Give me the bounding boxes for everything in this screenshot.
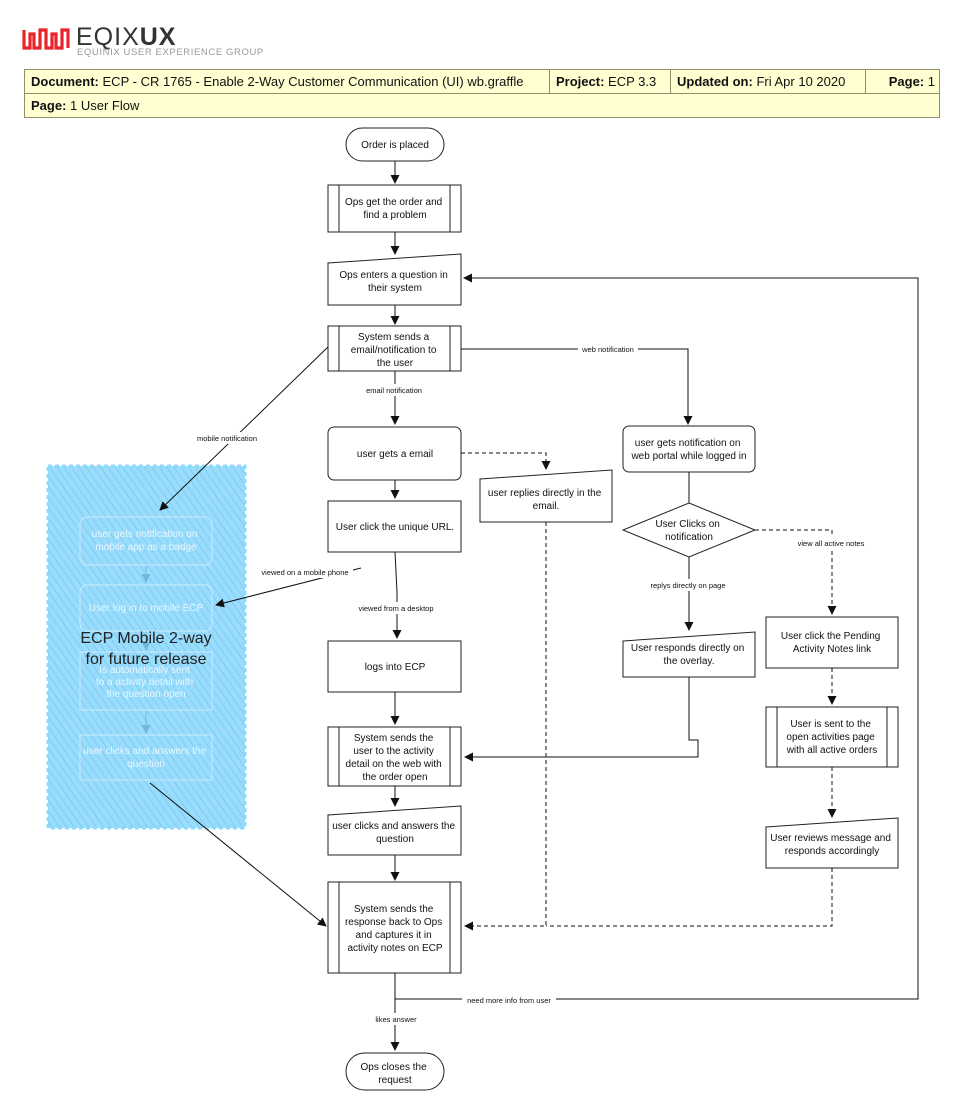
need-more-info-label: need more info from user <box>467 996 551 1005</box>
user-web-notification-label: user gets notification on web portal whi… <box>630 438 746 462</box>
mobile-badge-label: user gets notification on mobile app as … <box>92 529 200 553</box>
edge-labels: web notification email notification mobi… <box>192 343 868 1025</box>
ops-enters-question-node <box>327 253 462 306</box>
mobile-sent-label: Is automatically sent to a activity deta… <box>96 665 196 700</box>
system-sends-response-node <box>327 881 462 974</box>
mobile-future-release-area: user gets notification on mobile app as … <box>46 464 247 830</box>
viewed-mobile-label: viewed on a mobile phone <box>261 568 348 577</box>
viewed-desktop-label: viewed from a desktop <box>358 604 433 613</box>
system-sends-response-label: System sends the response back to Ops an… <box>345 904 445 954</box>
user-web-notification-node <box>622 425 756 473</box>
order-placed-node <box>345 127 445 162</box>
updated-cell: Updated on: Fri Apr 10 2020 <box>671 70 866 93</box>
edge-reply-to-response <box>464 522 547 931</box>
email-notification-label: email notification <box>366 386 422 395</box>
user-clicks-url-label: User click the unique URL. <box>336 522 454 533</box>
user-reviews-node <box>765 817 899 869</box>
ops-get-order-node <box>327 184 462 233</box>
user-responds-overlay-label: User responds directly on the overlay. <box>631 643 747 667</box>
mobile-login-node <box>79 584 213 632</box>
document-header-table: Document: ECP - CR 1765 - Enable 2-Way C… <box>24 69 940 118</box>
user-clicks-url-node <box>327 500 462 553</box>
mobile-badge-node <box>79 516 213 566</box>
edge-email-to-reply <box>461 452 551 470</box>
logs-into-ecp-node <box>327 640 462 693</box>
edge-url-to-login <box>392 551 402 639</box>
edge-system-to-mobile <box>159 345 330 511</box>
user-reviews-label: User reviews message and responds accord… <box>770 833 893 857</box>
user-gets-email-label: user gets a email <box>357 449 433 460</box>
mobile-login-label: User log in to mobile ECP <box>89 603 204 614</box>
page-title: Page: 1 User Flow <box>31 98 140 113</box>
edge-reviews-to-response <box>546 868 833 927</box>
edge-mobile-to-response <box>149 782 327 927</box>
user-click-pending-node <box>765 616 899 669</box>
likes-answer-label: likes answer <box>375 1015 417 1024</box>
mobile-notification-label: mobile notification <box>197 434 257 443</box>
equinix-logo-icon <box>22 28 70 50</box>
logo-subtitle: EQUINIX USER EXPERIENCE GROUP <box>77 47 264 58</box>
system-sends-email-node <box>327 325 462 372</box>
web-notification-label: web notification <box>581 345 634 354</box>
logo-wordmark: EQIXUX <box>76 23 177 51</box>
user-clicks-notification-decision <box>621 502 757 558</box>
mobile-answers-label: user clicks and answers the question <box>83 746 209 770</box>
edge-response-loop <box>394 273 919 1000</box>
user-gets-email-node <box>327 426 462 481</box>
replys-directly-label: replys directly on page <box>650 581 725 590</box>
user-responds-overlay-node <box>622 631 756 678</box>
system-sends-user-label: System sends the user to the activity de… <box>346 733 445 783</box>
user-clicks-notification-label: User Clicks on notification <box>655 519 722 543</box>
edge-system-to-web <box>461 348 693 425</box>
system-sends-email-label: System sends a email/notification to the… <box>351 332 439 369</box>
mobile-answers-node <box>79 734 213 781</box>
user-replies-email-node <box>479 469 613 523</box>
mobile-title: ECP Mobile 2-way <box>80 630 211 647</box>
order-placed-label: Order is placed <box>361 140 429 151</box>
edge-decision-to-pending <box>755 529 837 615</box>
ops-closes-node <box>345 1052 445 1091</box>
user-answers-label: user clicks and answers the question <box>332 821 458 845</box>
ops-closes-label: Ops closes the request <box>361 1062 430 1086</box>
logs-into-ecp-label: logs into ECP <box>365 662 426 673</box>
mobile-subtitle: for future release <box>86 651 207 668</box>
edge-overlay-to-system <box>464 677 699 762</box>
ops-enters-question-label: Ops enters a question in their system <box>339 270 450 294</box>
ops-get-order-label: Ops get the order and find a problem <box>345 197 445 221</box>
user-answers-node <box>327 805 462 856</box>
user-click-pending-label: User click the Pending Activity Notes li… <box>781 631 883 655</box>
user-sent-open-node <box>765 706 899 768</box>
system-sends-user-node <box>327 726 462 787</box>
project-cell: Project: ECP 3.3 <box>550 70 671 93</box>
document-cell: Document: ECP - CR 1765 - Enable 2-Way C… <box>25 70 550 93</box>
view-all-notes-label: view all active notes <box>798 539 865 548</box>
mobile-sent-node <box>79 651 213 711</box>
user-replies-email-label: user replies directly in the email. <box>488 488 604 512</box>
user-sent-open-label: User is sent to the open activities page… <box>786 719 878 756</box>
page-title-row: Page: 1 User Flow <box>24 93 940 118</box>
page-cell: Page: 1 <box>888 74 935 89</box>
